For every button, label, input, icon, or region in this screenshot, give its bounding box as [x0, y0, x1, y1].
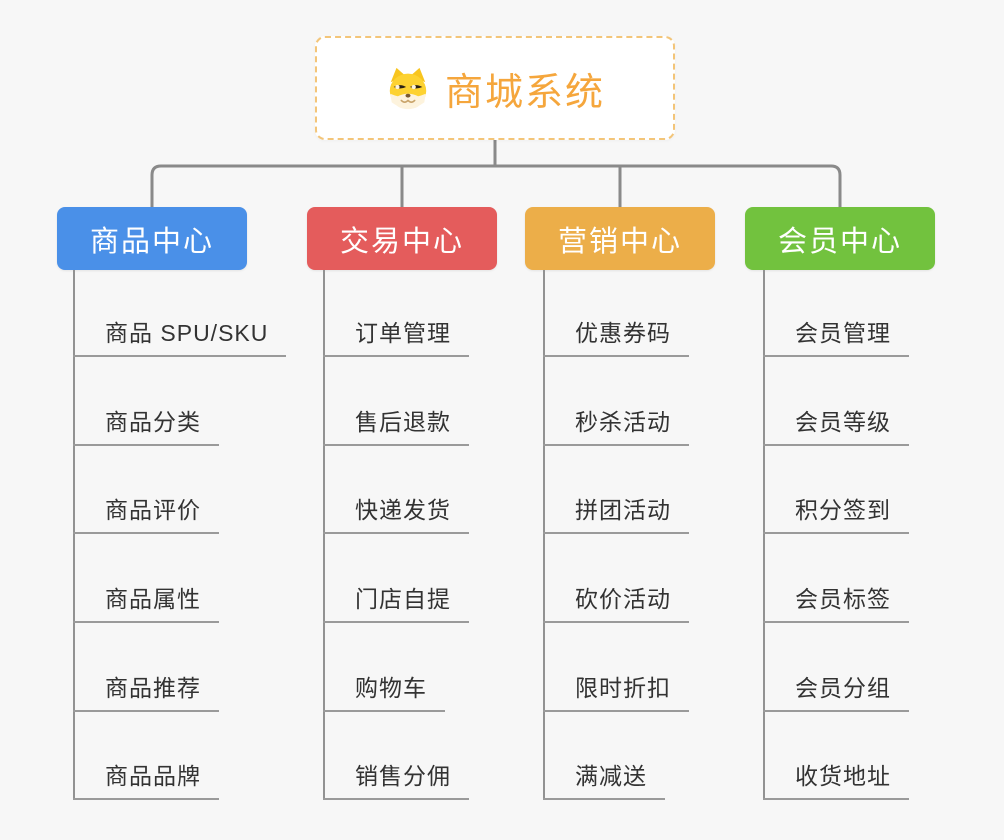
leaf-node[interactable]: 秒杀活动 [543, 391, 689, 446]
root-node-label: 商城系统 [444, 71, 605, 114]
leaf-node[interactable]: 积分签到 [763, 479, 909, 534]
leaf-node[interactable]: 门店自提 [323, 568, 469, 623]
leaf-node[interactable]: 商品品牌 [73, 745, 219, 800]
leaf-node[interactable]: 快递发货 [323, 479, 469, 534]
leaf-node[interactable]: 拼团活动 [543, 479, 689, 534]
leaf-node[interactable]: 订单管理 [323, 302, 469, 357]
leaf-node[interactable]: 满减送 [543, 745, 665, 800]
branch-node-marketing-center[interactable]: 营销中心 [525, 207, 715, 270]
trunk-line [73, 270, 75, 800]
trunk-line [543, 270, 545, 800]
leaf-node[interactable]: 砍价活动 [543, 568, 689, 623]
leaf-node[interactable]: 收货地址 [763, 745, 909, 800]
branch-node-trade-center[interactable]: 交易中心 [307, 207, 497, 270]
leaf-node[interactable]: 优惠券码 [543, 302, 689, 357]
leaf-node[interactable]: 商品评价 [73, 479, 219, 534]
leaf-node[interactable]: 销售分佣 [323, 745, 469, 800]
branch-node-member-center[interactable]: 会员中心 [745, 207, 935, 270]
leaf-node[interactable]: 会员管理 [763, 302, 909, 357]
branch-label: 营销中心 [557, 225, 682, 258]
leaf-node[interactable]: 商品 SPU/SKU [73, 302, 287, 357]
leaf-node[interactable]: 会员等级 [763, 391, 909, 446]
branch-label: 会员中心 [777, 225, 902, 258]
branch-node-product-center[interactable]: 商品中心 [57, 207, 247, 270]
branch-label: 商品中心 [89, 225, 214, 258]
dog-face-icon [389, 67, 427, 110]
trunk-line [763, 270, 765, 800]
leaf-node[interactable]: 会员标签 [763, 568, 909, 623]
leaf-node[interactable]: 商品分类 [73, 391, 219, 446]
branch-label: 交易中心 [339, 225, 464, 258]
trunk-line [323, 270, 325, 800]
leaf-node[interactable]: 商品推荐 [73, 657, 219, 712]
leaf-node[interactable]: 会员分组 [763, 657, 909, 712]
leaf-node[interactable]: 售后退款 [323, 391, 469, 446]
root-node[interactable]: 商城系统 [315, 36, 675, 140]
leaf-node[interactable]: 购物车 [323, 657, 445, 712]
leaf-node[interactable]: 商品属性 [73, 568, 219, 623]
leaf-node[interactable]: 限时折扣 [543, 657, 689, 712]
